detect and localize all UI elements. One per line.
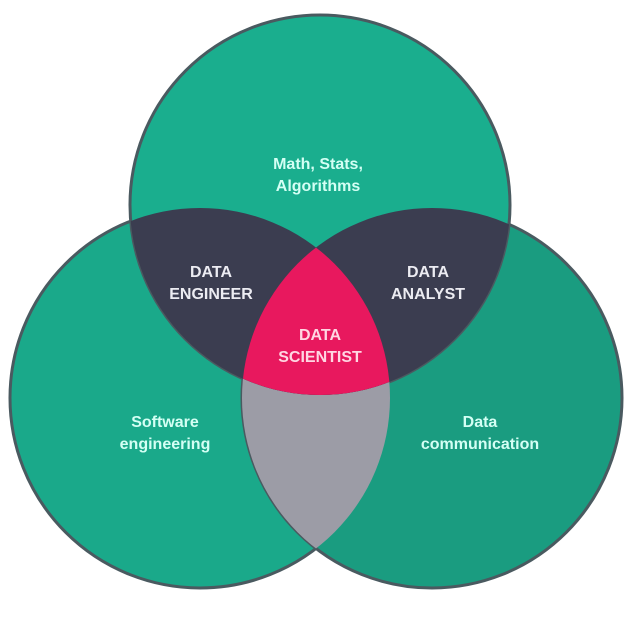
label-line: SCIENTIST bbox=[278, 349, 362, 366]
label-data-engineer: DATA ENGINEER bbox=[169, 262, 253, 306]
label-line: Data bbox=[462, 414, 498, 431]
overlap-data-scientist bbox=[242, 208, 390, 395]
label-line: DATA bbox=[298, 327, 342, 344]
label-data-scientist: DATA SCIENTIST bbox=[278, 325, 362, 369]
label-line: Math, Stats, bbox=[273, 156, 363, 173]
label-data-analyst: DATA ANALYST bbox=[391, 262, 465, 306]
label-software-engineering: Software engineering bbox=[120, 412, 211, 456]
label-line: engineering bbox=[119, 436, 211, 453]
label-line: ENGINEER bbox=[169, 286, 253, 303]
label-line: communication bbox=[420, 436, 540, 453]
label-line: DATA bbox=[189, 264, 233, 281]
label-line: DATA bbox=[406, 264, 450, 281]
label-line: Algorithms bbox=[275, 178, 361, 195]
label-math-stats: Math, Stats, Algorithms bbox=[273, 154, 363, 198]
label-line: Software bbox=[131, 414, 199, 431]
label-data-communication: Data communication bbox=[421, 412, 539, 456]
label-line: ANALYST bbox=[390, 286, 466, 303]
